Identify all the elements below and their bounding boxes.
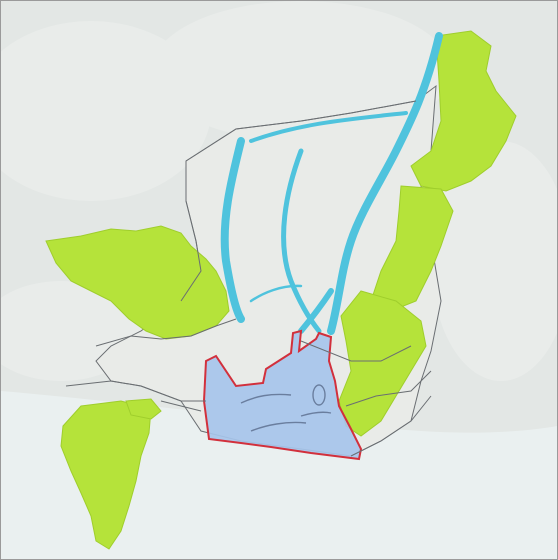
forest-east — [410, 30, 517, 192]
forest-areas — [45, 30, 517, 550]
river-delta-channel — [298, 288, 334, 334]
forest-south-island — [60, 400, 152, 550]
river-channels — [220, 32, 443, 335]
river-upper-connector — [249, 111, 408, 143]
forest-south-small — [125, 398, 162, 420]
river-west-channel — [220, 137, 245, 323]
forest-east-south — [338, 290, 427, 437]
river-east-channel — [327, 32, 443, 335]
forest-west — [45, 225, 230, 340]
highlight-details — [240, 384, 332, 432]
forest-east-middle — [370, 185, 454, 312]
district-boundaries — [65, 100, 432, 457]
terrain-texture — [1, 1, 557, 381]
river-small-branch — [249, 284, 303, 303]
